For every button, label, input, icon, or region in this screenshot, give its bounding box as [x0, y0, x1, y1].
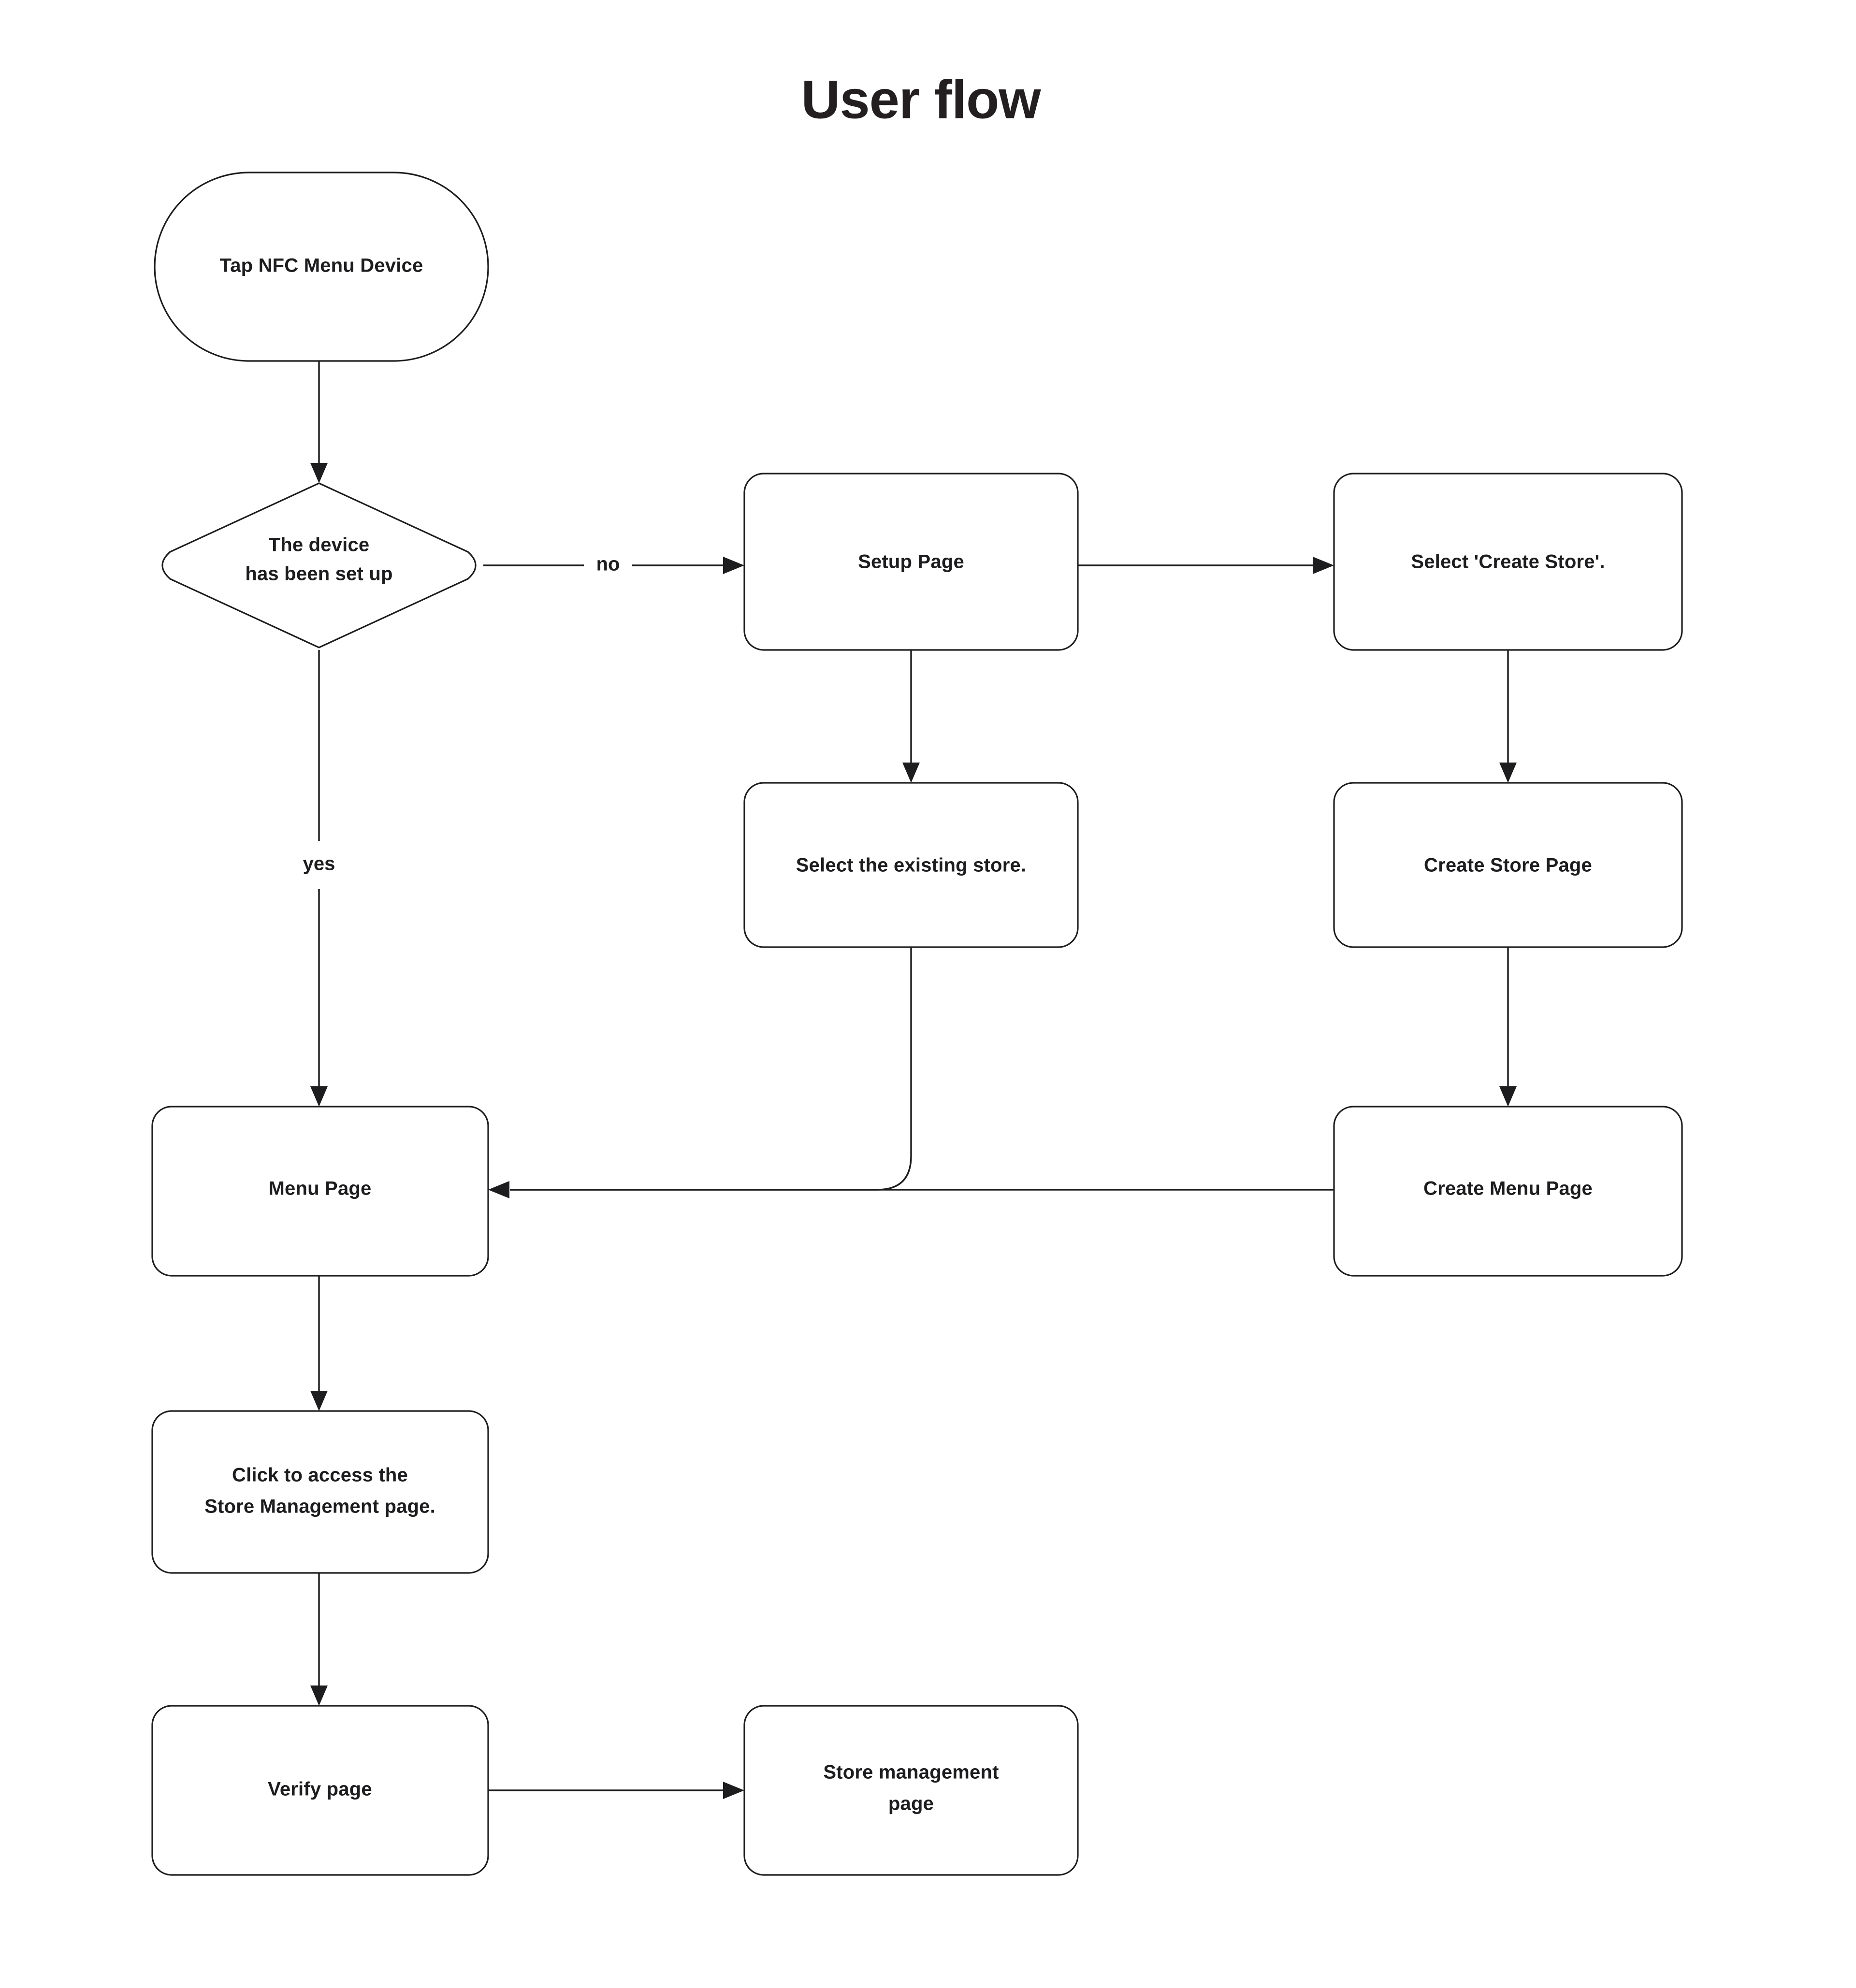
edge-menu-page-to-click-to-access — [310, 1276, 328, 1411]
node-shape-rounded-rect[interactable] — [743, 782, 1079, 948]
node-select-create-store[interactable]: Select 'Create Store'. — [1333, 473, 1683, 651]
edge-create-store-page-to-create-menu-page — [1499, 947, 1517, 1107]
edge-label-yes: yes — [303, 853, 335, 875]
node-menu-page[interactable]: Menu Page — [151, 1106, 489, 1277]
node-store-management-page[interactable]: Store management page — [743, 1705, 1079, 1876]
edge-tap-nfc-to-decision — [310, 361, 328, 483]
node-shape-rounded-rect[interactable] — [151, 1410, 489, 1574]
node-shape-diamond[interactable] — [161, 482, 477, 648]
node-shape-rounded-rect[interactable] — [151, 1106, 489, 1277]
node-select-the-existing-store[interactable]: Select the existing store. — [743, 782, 1079, 948]
page-title: User flow — [801, 70, 1041, 130]
node-setup-page[interactable]: Setup Page — [743, 473, 1079, 651]
edge-decision-yes-to-menu-page — [310, 650, 328, 1107]
node-label-select-create-store: Select 'Create Store'. — [1411, 551, 1605, 573]
node-label-menu-page: Menu Page — [269, 1178, 372, 1199]
node-label-create-menu-page: Create Menu Page — [1423, 1178, 1593, 1199]
node-shape-stadium[interactable] — [154, 172, 489, 362]
edge-select-create-store-to-create-store-page — [1499, 648, 1517, 783]
connector-layer — [310, 361, 1517, 1799]
edge-click-to-access-to-verify-page — [310, 1573, 328, 1706]
node-label-device-has-been-set-up-line2: has been set up — [245, 563, 392, 585]
edge-verify-page-to-store-management-page — [488, 1782, 744, 1799]
node-shape-rounded-rect[interactable] — [151, 1705, 489, 1876]
node-label-create-store-page: Create Store Page — [1424, 855, 1592, 876]
node-label-click-to-access-line2: Store Management page. — [204, 1496, 435, 1517]
node-label-setup-page: Setup Page — [858, 551, 964, 573]
node-tap-nfc-menu-device[interactable]: Tap NFC Menu Device — [154, 172, 489, 362]
node-label-verify-page: Verify page — [268, 1779, 372, 1800]
node-verify-page[interactable]: Verify page — [151, 1705, 489, 1876]
edge-setup-page-to-select-existing-store — [902, 650, 920, 783]
node-label-store-management-page-line2: page — [888, 1793, 934, 1815]
node-click-to-access-store-management[interactable]: Click to access the Store Management pag… — [151, 1410, 489, 1574]
node-device-has-been-set-up[interactable]: The device has been set up — [161, 482, 477, 648]
node-label-tap-nfc-menu-device: Tap NFC Menu Device — [220, 255, 423, 276]
node-create-store-page[interactable]: Create Store Page — [1333, 782, 1683, 948]
node-label-store-management-page-line1: Store management — [823, 1762, 999, 1783]
node-shape-rounded-rect[interactable] — [743, 473, 1079, 651]
edge-select-existing-store-to-menu-page — [510, 947, 912, 1191]
node-shape-rounded-rect[interactable] — [1333, 782, 1683, 948]
edge-setup-page-to-select-create-store — [1078, 557, 1334, 574]
node-shape-rounded-rect[interactable] — [743, 1705, 1079, 1876]
node-label-select-the-existing-store: Select the existing store. — [796, 855, 1026, 876]
node-shape-rounded-rect[interactable] — [1333, 1106, 1683, 1277]
edge-label-no: no — [596, 554, 620, 575]
node-label-device-has-been-set-up-line1: The device — [269, 534, 370, 556]
edge-decision-no-to-setup-page — [483, 557, 744, 574]
node-shape-rounded-rect[interactable] — [1333, 473, 1683, 651]
node-create-menu-page[interactable]: Create Menu Page — [1333, 1106, 1683, 1277]
node-label-click-to-access-line1: Click to access the — [232, 1465, 408, 1486]
